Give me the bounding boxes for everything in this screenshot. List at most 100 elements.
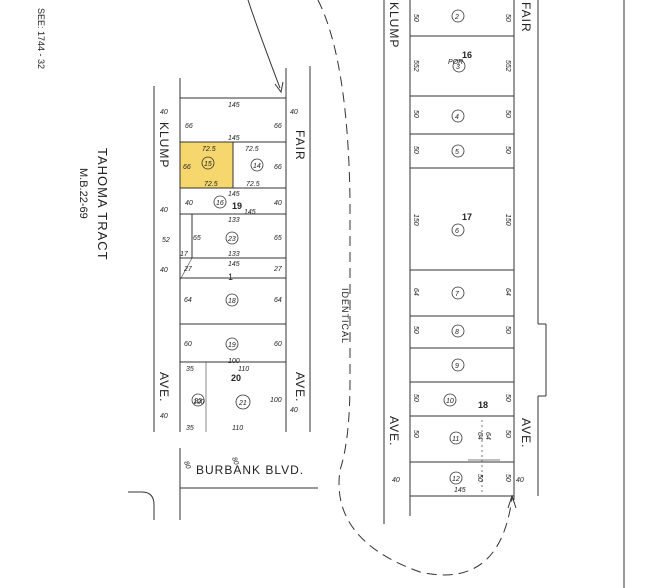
parcel-18[interactable]: 18 [225,293,239,307]
dim-label: 35 [186,425,194,432]
dim-label: 17 [180,251,189,258]
left-block: 145 145 72.5 72.5 72.5 72.5 145 133 145 … [153,66,311,470]
parcel-4[interactable]: 4 [451,109,465,123]
dim-label: 72.5 [202,146,216,153]
street-label-ave-right-right: AVE. [519,418,533,448]
svg-text:3: 3 [456,64,460,71]
reference-arrow-head [274,81,284,94]
dim-label: 50 [476,474,483,482]
parcel-6[interactable]: 6 [451,223,465,237]
dim-label: 50 [412,146,419,154]
parcel-11[interactable]: 11 [449,431,463,445]
dim-label: 65 [193,235,201,242]
parcel-23[interactable]: 23 [225,231,239,245]
svg-text:21: 21 [238,400,247,407]
dim-label: 552 [412,60,419,72]
street-label-fair-right: FAIR [519,2,533,33]
portion-label: POR [448,59,463,66]
parcel-7[interactable]: 7 [451,286,465,300]
highlighted-parcel[interactable] [179,141,234,189]
svg-text:6: 6 [455,228,459,235]
identical-label: IDENTICAL [340,288,350,344]
right-block: 50 552 50 50 150 64 50 50 50 40 50 552 5… [383,0,625,588]
parcel-21[interactable]: 21 [235,394,251,410]
dim-label: 72.5 [246,181,260,188]
street-label-fair-mid: FAIR [293,130,307,161]
dim-label: 27 [183,266,193,273]
dim-label: 133 [228,251,240,258]
parcel-9[interactable]: 9 [451,358,465,372]
dim-label: 64 [504,288,511,296]
dim-label: 150 [412,214,419,226]
dim-label: 100 [193,399,205,406]
parcel-3[interactable]: 3 [452,59,466,73]
dim-label: 50 [412,394,419,402]
dim-label: 27 [273,266,283,273]
dim-label: 40 [274,200,282,207]
parcel-19[interactable]: 19 [225,337,239,351]
dim-label: 64 [476,432,483,440]
dim-label: 145 [228,102,240,109]
street-width-label: 40 [290,407,298,414]
svg-text:9: 9 [455,363,459,370]
parcel-14[interactable]: 14 [250,158,264,172]
svg-text:22: 22 [193,398,202,405]
map-reference-note: SEE: 1744 - 32 [36,8,46,69]
dim-label: 66 [274,123,282,130]
dim-label: 50 [504,474,511,482]
street-width-label: 40 [160,109,168,116]
dim-label: 50 [412,14,419,22]
dim-label: 80 [182,460,191,470]
dim-label: 50 [504,394,511,402]
parcel-8[interactable]: 8 [451,324,465,338]
dim-label: 50 [504,326,511,334]
dim-label: 66 [185,123,193,130]
svg-text:5: 5 [455,149,459,156]
svg-text:14: 14 [253,163,261,170]
identical-arrow-head [507,494,517,509]
parcel-5[interactable]: 5 [451,144,465,158]
dim-label: 100 [270,397,282,404]
street-width-label: 40 [516,477,524,484]
block-number: 19 [232,201,242,211]
parcel-12[interactable]: 12 [449,471,463,485]
dim-label: 64 [184,297,192,304]
parcel-22[interactable]: 22 [191,393,205,407]
dim-label: 64 [412,288,419,296]
block-number: 20 [231,373,241,383]
dim-label: 150 [504,214,511,226]
dim-label: 40 [392,477,400,484]
parcel-10[interactable]: 10 [443,393,457,407]
street-width-label: 40 [160,207,168,214]
dim-label: 50 [412,326,419,334]
dim-label: 1 [228,272,233,282]
dim-label: 50 [412,430,419,438]
street-width-label: 40 [290,109,298,116]
svg-text:8: 8 [455,329,459,336]
dim-label: 50 [504,110,511,118]
dim-label: 50 [504,14,511,22]
svg-text:16: 16 [216,200,224,207]
dim-label: 52 [162,237,170,244]
street-width-label: 40 [160,267,168,274]
dim-label: 110 [238,366,249,373]
svg-text:2: 2 [454,14,459,21]
lot-line [179,257,193,281]
svg-text:23: 23 [227,236,236,243]
parcel-15[interactable]: 15 [201,156,215,170]
street-label-burbank: BURBANK BLVD. [196,463,304,477]
dim-label: 60 [184,341,192,348]
svg-text:10: 10 [446,398,454,405]
street-label-ave-left: AVE. [157,372,171,402]
dim-label: 66 [274,164,282,171]
svg-text:12: 12 [452,476,460,483]
parcel-16[interactable]: 16 [213,195,227,209]
reference-arrow [247,0,281,89]
dim-label: 145 [454,487,466,494]
dim-label: 72.5 [245,146,259,153]
street-label-ave-mid: AVE. [293,372,307,402]
block-number: 18 [478,400,488,410]
parcel-2[interactable]: 2 [451,9,465,23]
block-number: 16 [462,50,472,60]
dim-label: 552 [504,60,511,72]
